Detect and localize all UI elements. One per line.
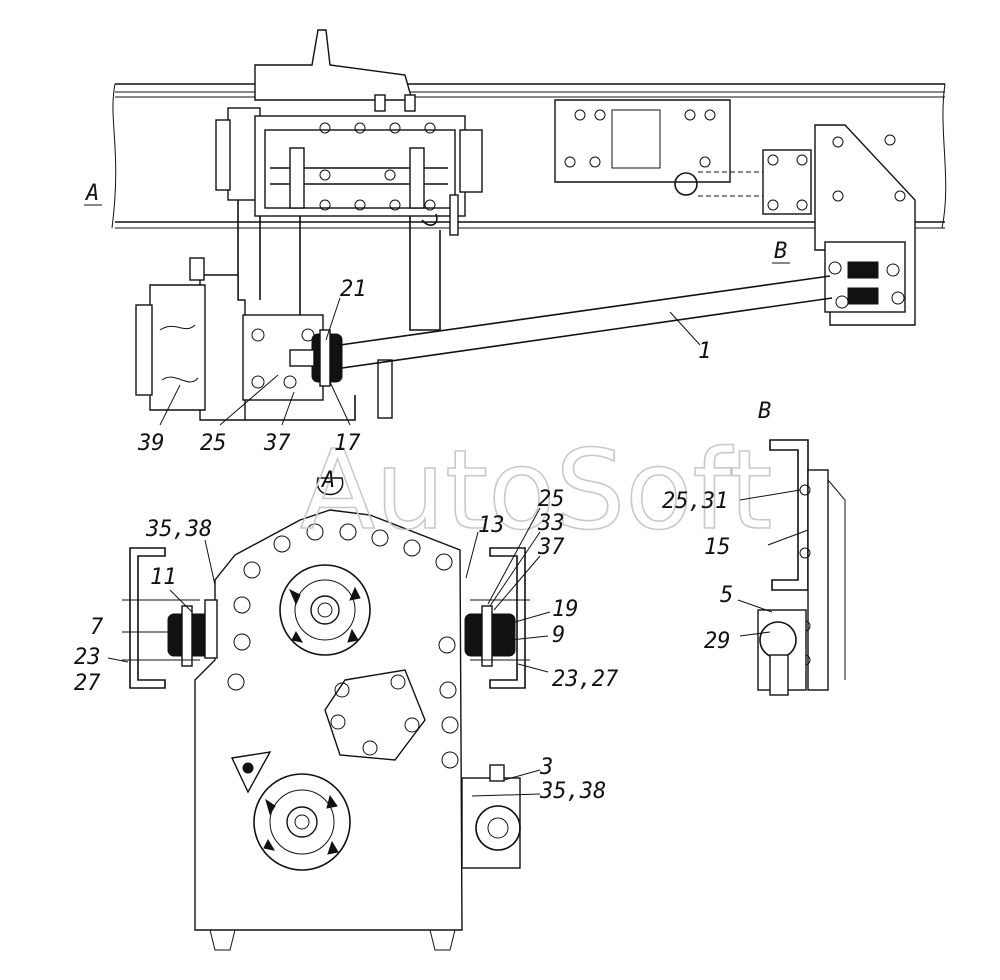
transfer-case [215, 29, 483, 331]
callout-25-right: 25 [538, 487, 565, 512]
callout-23: 23 [74, 645, 101, 670]
callout-5: 5 [720, 583, 733, 608]
callout-19: 19 [552, 597, 579, 622]
callout-1: 1 [698, 339, 711, 364]
callout-25-31: 25,31 [662, 489, 728, 514]
callout-27: 27 [74, 671, 101, 696]
callout-33: 33 [537, 511, 565, 536]
leader-lines [107, 297, 809, 797]
callout-9: 9 [552, 623, 565, 648]
callout-39: 39 [137, 431, 165, 456]
frame-rail [111, 83, 947, 229]
left-side-mount [122, 547, 218, 689]
frame-crossmember-bracket [554, 99, 812, 215]
gearbox-front-view [194, 477, 521, 951]
callout-35-38-low: 35,38 [539, 779, 606, 804]
gearbox-body [135, 257, 393, 421]
view-b-title: B [758, 399, 771, 424]
front-mount-bracket [242, 314, 343, 401]
callout-11: 11 [150, 565, 177, 590]
view-a-title: A [320, 468, 335, 493]
callout-7: 7 [90, 615, 104, 640]
callout-29: 29 [704, 629, 731, 654]
callout-13: 13 [478, 513, 505, 538]
callout-25: 25 [200, 431, 227, 456]
callout-23-27: 23,27 [552, 667, 619, 692]
view-b-marker: B [774, 239, 787, 264]
rear-mount-bracket [814, 124, 916, 326]
view-b-detail [757, 439, 846, 696]
callout-37: 37 [263, 431, 291, 456]
reaction-rod [339, 275, 833, 369]
callout-21: 21 [340, 277, 367, 302]
callout-17: 17 [334, 431, 361, 456]
callout-labels: 21 1 39 25 37 17 35,38 11 7 23 27 25 13 … [74, 277, 733, 804]
callout-15: 15 [704, 535, 731, 560]
view-a-marker: A [84, 181, 99, 206]
callout-37-right: 37 [537, 535, 565, 560]
callout-3: 3 [539, 755, 553, 780]
callout-35-38: 35,38 [145, 517, 212, 542]
watermark-text: AutoSoft [300, 426, 772, 554]
right-side-mount [464, 547, 530, 689]
